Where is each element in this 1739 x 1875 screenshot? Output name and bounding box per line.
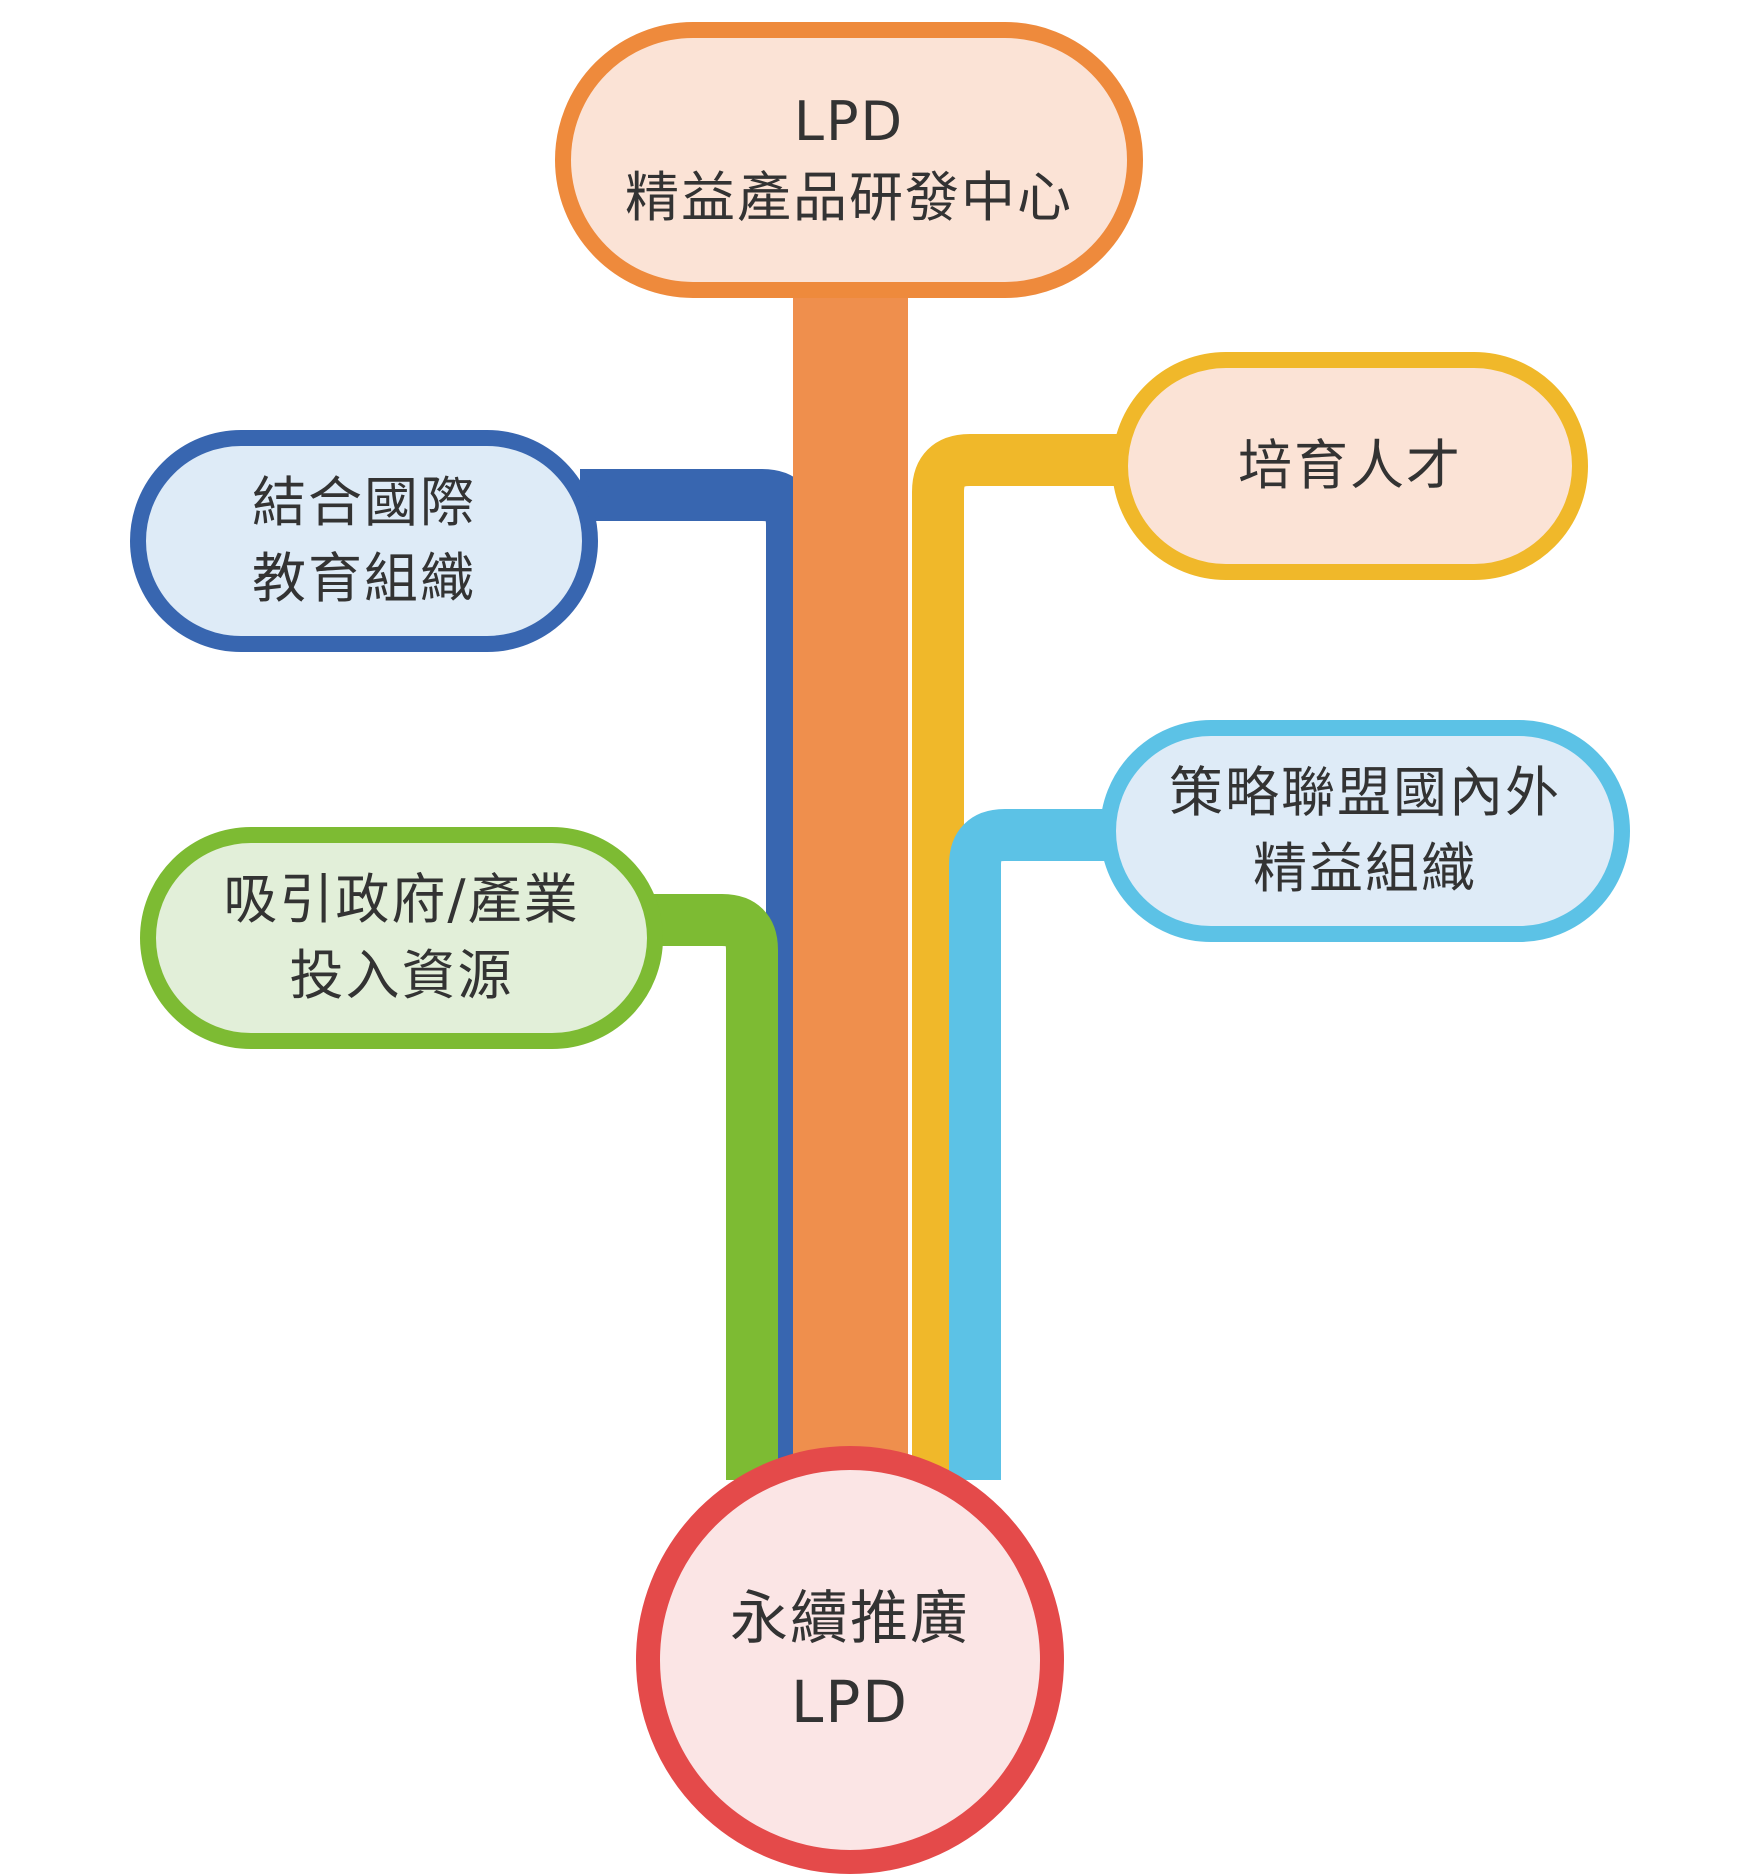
root-label: LPD 精益產品研發中心 [563, 30, 1135, 290]
node-talent [1112, 352, 1588, 580]
alliance-label-line2: 精益組織 [1253, 837, 1477, 900]
talent-label: 培育人才 [1120, 360, 1580, 572]
trunk [793, 280, 908, 1490]
root-label-line1: LPD [793, 90, 905, 153]
goal-label-line2: LPD [791, 1668, 909, 1736]
talent-label-line1: 培育人才 [1238, 434, 1462, 497]
connector-alliance [949, 809, 1120, 1480]
international-label-line2: 教育組織 [252, 547, 476, 610]
connector-resources [600, 894, 778, 1480]
node-alliance [1100, 720, 1630, 942]
international-label: 結合國際 教育組織 [138, 438, 590, 644]
resources-label-line1: 吸引政府/產業 [223, 868, 580, 931]
root-label-line2: 精益產品研發中心 [625, 166, 1073, 229]
node-root [555, 22, 1143, 298]
resources-label: 吸引政府/產業 投入資源 [148, 835, 655, 1041]
node-resources [140, 827, 663, 1049]
goal-label-line1: 永續推廣 [729, 1584, 970, 1652]
node-goal [636, 1446, 1064, 1874]
connector-international [580, 469, 818, 1480]
alliance-label: 策略聯盟國內外 精益組織 [1108, 728, 1622, 934]
node-international [130, 430, 598, 652]
connector-talent [912, 434, 1150, 1480]
international-label-line1: 結合國際 [252, 471, 476, 534]
alliance-label-line1: 策略聯盟國內外 [1169, 761, 1561, 824]
goal-label: 永續推廣 LPD [660, 1470, 1040, 1850]
resources-label-line2: 投入資源 [289, 944, 514, 1007]
